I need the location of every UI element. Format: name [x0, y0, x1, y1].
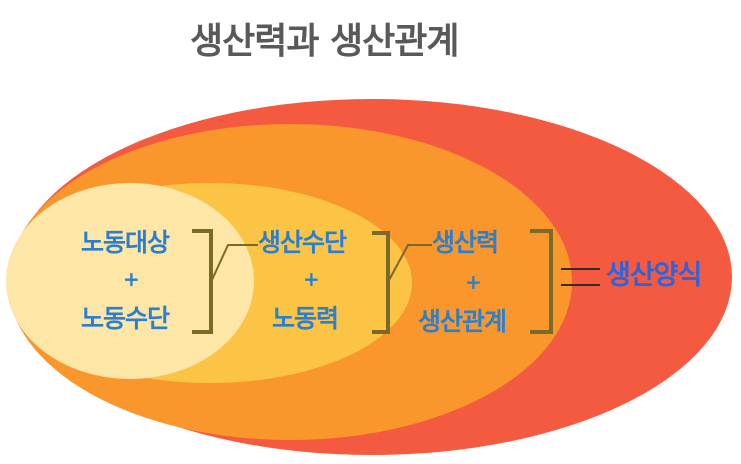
plus-inner: +	[123, 267, 140, 291]
label-relations-of-production: 생산관계	[418, 307, 507, 336]
equals-sign	[561, 268, 600, 286]
label-labor-power: 노동력	[272, 304, 339, 333]
label-labor-object: 노동대상	[81, 228, 170, 257]
bracket-3	[530, 229, 553, 334]
label-labor-means: 노동수단	[81, 304, 170, 333]
label-mode-of-production: 생산양식	[606, 260, 702, 291]
label-means-of-production: 생산수단	[258, 228, 347, 257]
bracket-2	[372, 231, 432, 334]
plus-outer: +	[465, 270, 482, 294]
plus-middle: +	[303, 267, 320, 291]
diagram-title: 생산력과 생산관계	[190, 21, 460, 62]
label-productive-forces: 생산력	[432, 228, 499, 257]
bracket-1	[192, 229, 258, 334]
